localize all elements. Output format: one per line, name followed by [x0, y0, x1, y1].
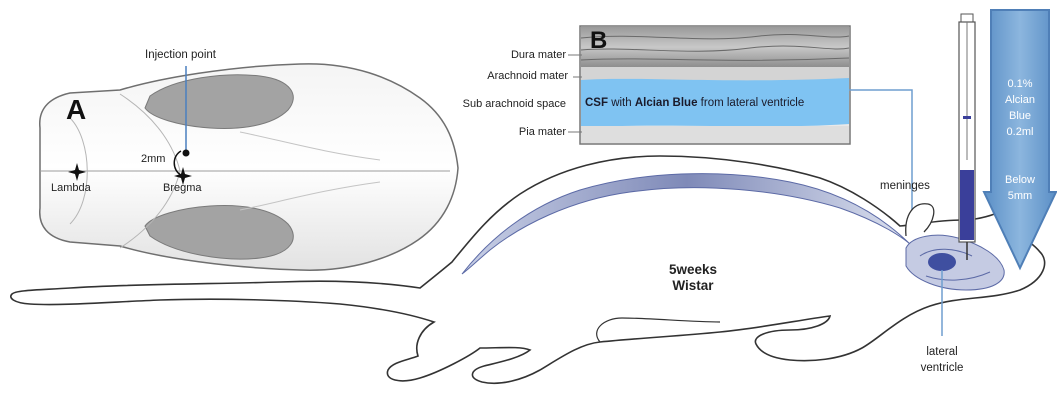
arrow-dye-line2: Blue — [990, 110, 1050, 123]
ventricle-label-line2: ventricle — [912, 362, 972, 374]
syringe-plunger-cap — [961, 14, 973, 22]
distance-label: 2mm — [141, 153, 165, 165]
lambda-label: Lambda — [51, 182, 91, 194]
injection-point-label: Injection point — [145, 49, 216, 61]
arrow-depth-line2: 5mm — [990, 190, 1050, 203]
csf-caption: CSF with Alcian Blue from lateral ventri… — [585, 97, 804, 109]
meninges-label: meninges — [880, 180, 930, 192]
arrow-concentration: 0.1% — [990, 78, 1050, 91]
layer-label-pia: Pia mater — [406, 126, 566, 138]
panel-a-letter: A — [66, 94, 86, 126]
csf-caption-prefix: CSF — [585, 97, 608, 109]
layer-label-arachnoid: Arachnoid mater — [408, 70, 568, 82]
csf-caption-dye: Alcian Blue — [635, 97, 698, 109]
lateral-ventricle-shape — [928, 253, 956, 271]
bregma-label: Bregma — [163, 182, 202, 194]
skull-diagram — [40, 64, 458, 270]
arrow-dye-line1: Alcian — [990, 94, 1050, 107]
arrow-volume: 0.2ml — [990, 126, 1050, 139]
syringe-dye — [960, 170, 974, 240]
pia-band — [581, 126, 849, 143]
csf-caption-suffix: from lateral ventricle — [697, 97, 804, 109]
syringe-mark — [963, 116, 971, 119]
rat-strain-label: Wistar — [663, 278, 723, 293]
layer-label-dura: Dura mater — [406, 49, 566, 61]
layer-label-subarachnoid: Sub arachnoid space — [406, 98, 566, 110]
injection-point-dot — [183, 150, 190, 157]
ventricle-label-line1: lateral — [912, 346, 972, 358]
arrow-depth-line1: Below — [990, 174, 1050, 187]
panel-b-letter: B — [590, 27, 607, 55]
rat-age-label: 5weeks — [663, 262, 723, 277]
csf-caption-with: with — [608, 97, 635, 109]
syringe — [959, 14, 975, 260]
